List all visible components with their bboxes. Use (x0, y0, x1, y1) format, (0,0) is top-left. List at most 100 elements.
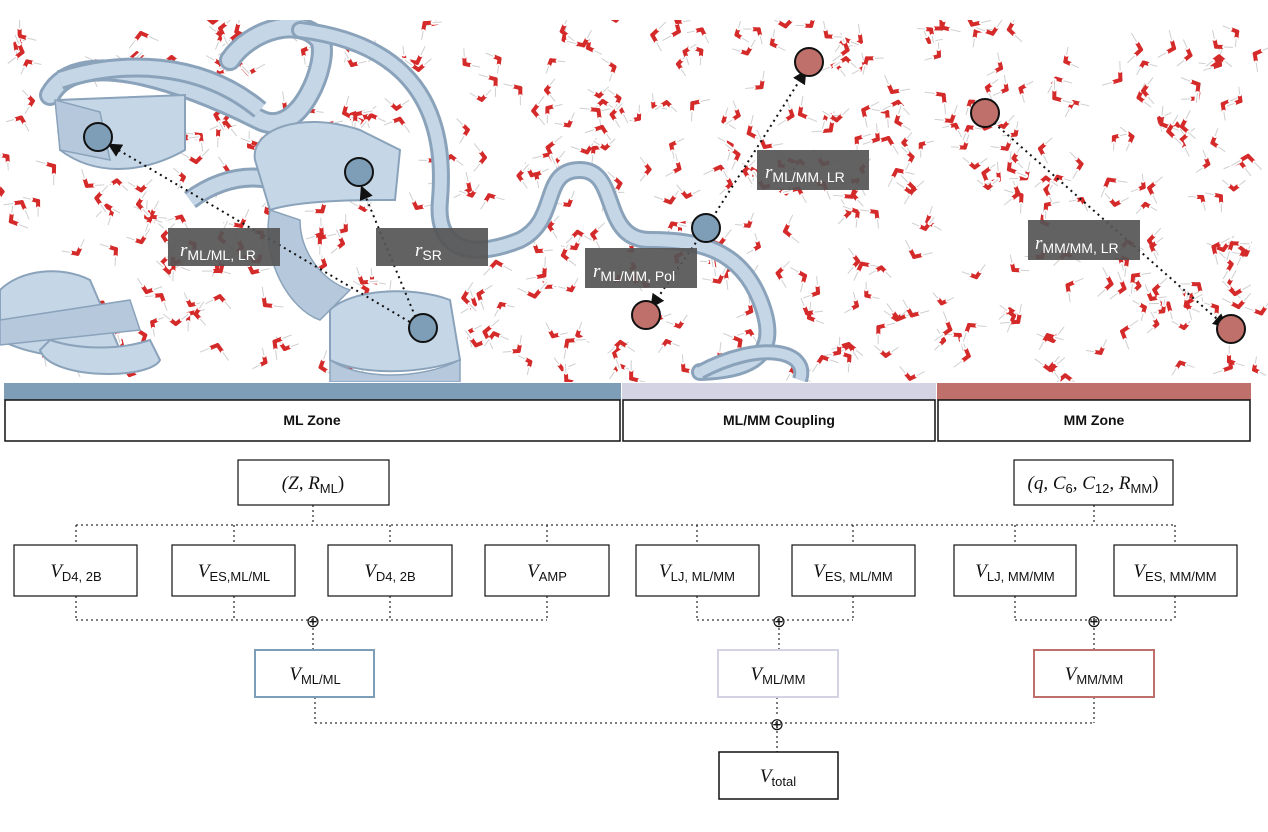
ml-input-close: ) (338, 473, 344, 494)
label-sub: ML/MM, LR (772, 169, 844, 185)
svg-text:VMM/MM: VMM/MM (1065, 664, 1124, 687)
term-main: V (527, 561, 541, 582)
mm-atom (970, 98, 1000, 128)
label-main: r (415, 240, 423, 261)
svg-text:rML/ML, LR: rML/ML, LR (180, 240, 256, 263)
mm-atom (631, 300, 661, 330)
svg-text:VD4, 2B: VD4, 2B (50, 561, 101, 584)
oplus-icon: ⊕ (772, 612, 786, 632)
label-main: r (1035, 233, 1043, 254)
term-sub: ES, ML/MM (825, 569, 893, 584)
term-sub: ES,ML/ML (209, 569, 270, 584)
svg-text:rML/MM, Pol: rML/MM, Pol (593, 261, 675, 284)
term-sub: D4, 2B (62, 569, 102, 584)
term-main: V (975, 561, 989, 582)
term-main: V (1133, 561, 1147, 582)
ml-input-sub: ML (320, 481, 338, 496)
atoms (83, 47, 1246, 344)
sum-boxes: VML/ML V ML/MM VMM/MM (254, 649, 1155, 698)
ml-ml-sum-box (254, 649, 375, 698)
mm-mm-sum-box (1033, 649, 1155, 698)
term-main: V (50, 561, 64, 582)
svg-text:VML/ML: VML/ML (289, 664, 340, 687)
label-r-ml-mm-pol: rML/MM, Pol (585, 248, 697, 288)
term-boxes: VD4, 2B VES,ML/ML VD4, 2B VAMP VLJ, ML/M… (13, 544, 1238, 597)
term-main: V (364, 561, 378, 582)
mm-input-sub: MM (1131, 481, 1153, 496)
label-sub: MM/MM, LR (1042, 240, 1118, 256)
svg-text:VLJ, ML/MM: VLJ, ML/MM (659, 561, 735, 584)
mm-zone-label: MM Zone (1064, 412, 1125, 428)
mm-atom (794, 47, 824, 77)
svg-text:VAMP: VAMP (527, 561, 567, 584)
svg-text:(q, C6, C12, RMM): (q, C6, C12, RMM) (1028, 473, 1159, 496)
zone-bars (4, 383, 1251, 400)
mm-input-mid: , C (1073, 473, 1096, 494)
oplus-icon: ⊕ (770, 715, 784, 735)
mm-zone-bar (937, 383, 1251, 400)
coupling-zone-label: ML/MM Coupling (723, 412, 835, 428)
mm-atom (1216, 314, 1246, 344)
term-sub: LJ, MM/MM (987, 569, 1055, 584)
mm-input-c12: 12 (1095, 481, 1109, 496)
oplus-icon: ⊕ (306, 612, 320, 632)
ml-atom (344, 157, 374, 187)
total-sub: total (772, 774, 797, 789)
label-r-mm-mm-lr: rMM/MM, LR (1028, 220, 1140, 260)
label-main: r (593, 261, 601, 282)
svg-text:VES, ML/MM: VES, ML/MM (813, 561, 893, 584)
protein-ribbon (0, 20, 810, 382)
svg-text:VD4, 2B: VD4, 2B (364, 561, 415, 584)
label-sub: ML/MM, Pol (600, 268, 675, 284)
term-sub: LJ, ML/MM (671, 569, 735, 584)
term-main: V (198, 561, 212, 582)
distance-arrows (107, 69, 1228, 329)
ml-input-box: (Z, RML) (237, 459, 390, 506)
ml-atom (83, 122, 113, 152)
svg-text:Vtotal: Vtotal (760, 766, 796, 789)
label-sub: ML/ML, LR (187, 247, 255, 263)
ml-atom (408, 313, 438, 343)
ml-atom (691, 213, 721, 243)
term-main: V (659, 561, 673, 582)
total-main: V (760, 766, 774, 787)
sum-sub: ML/ML (301, 672, 341, 687)
sum-sub: MM/MM (1076, 672, 1123, 687)
term-main: V (813, 561, 827, 582)
term-sub: AMP (539, 569, 567, 584)
ml-zone-label: ML Zone (283, 412, 341, 428)
term-sub: ES, MM/MM (1145, 569, 1217, 584)
ml-input-text: (Z, R (282, 473, 320, 494)
connectors (75, 505, 1176, 752)
arrow-ml-mm-lr (705, 69, 807, 229)
zone-headers (4, 399, 1251, 442)
total-box: Vtotal (718, 751, 839, 800)
oplus-icon: ⊕ (1087, 612, 1101, 632)
coupling-zone-bar (622, 383, 936, 400)
ml-mm-sum-box (717, 649, 839, 698)
arrow-sr (359, 185, 421, 329)
svg-text:VES,ML/ML: VES,ML/ML (198, 561, 270, 584)
ml-zone-bar (4, 383, 621, 400)
sum-sub: ML/MM (762, 672, 805, 687)
term-sub: D4, 2B (376, 569, 416, 584)
label-main: r (765, 162, 773, 183)
label-sub: SR (422, 247, 441, 263)
label-r-ml-ml-lr: rML/ML, LR (168, 228, 280, 266)
scene-labels: rML/ML, LR rSR rML/MM, Pol rML/MM, LR rM… (168, 150, 1140, 288)
label-r-sr: rSR (376, 228, 488, 266)
mm-input-close: ) (1152, 473, 1158, 494)
svg-text:VES, MM/MM: VES, MM/MM (1133, 561, 1216, 584)
svg-text:(Z, RML): (Z, RML) (282, 473, 344, 496)
arrow-ml-mm-pol (650, 227, 707, 309)
mm-input-text: (q, C (1028, 473, 1066, 494)
svg-text:rML/MM, LR: rML/MM, LR (765, 162, 845, 185)
label-r-ml-mm-lr: rML/MM, LR (757, 150, 869, 190)
label-main: r (180, 240, 188, 261)
sum-main: V (1065, 664, 1079, 685)
svg-text:rSR: rSR (415, 240, 442, 263)
mm-input-c6: 6 (1066, 481, 1073, 496)
svg-text:rMM/MM, LR: rMM/MM, LR (1035, 233, 1119, 256)
sum-operators: ⊕ ⊕ ⊕ ⊕ (306, 612, 1101, 735)
